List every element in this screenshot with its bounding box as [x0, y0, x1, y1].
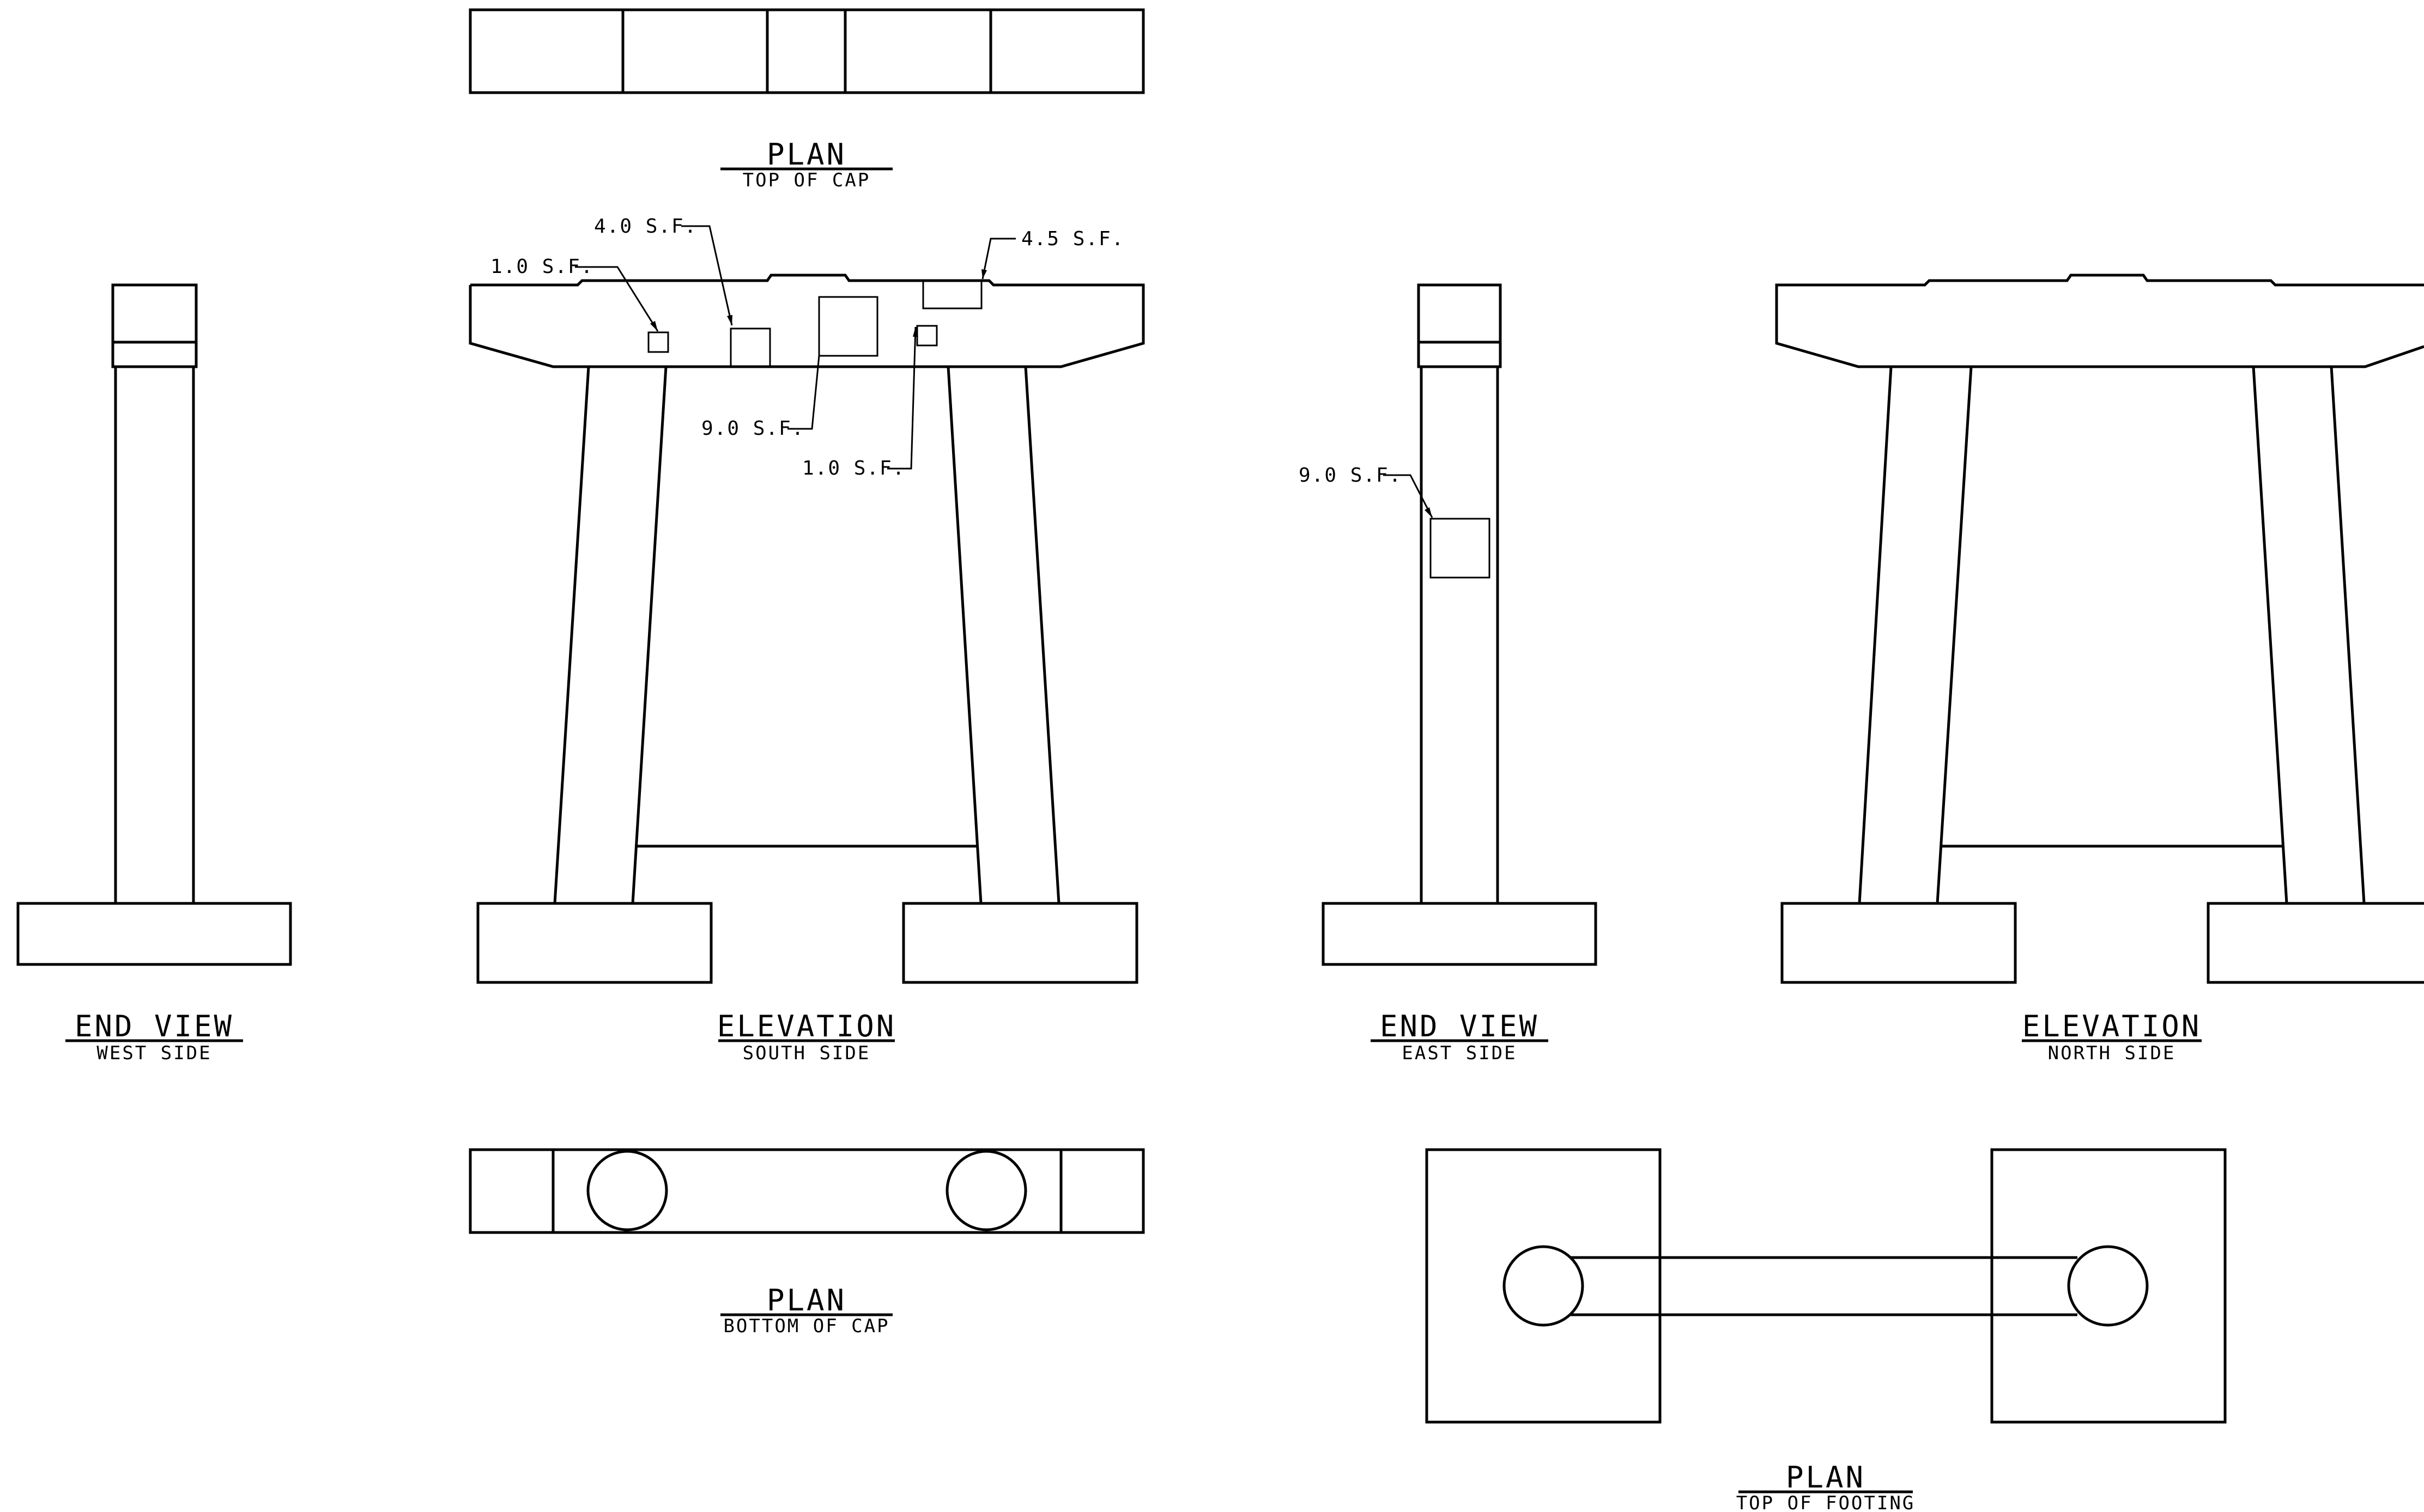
view-subtitle: WEST SIDE: [96, 1042, 211, 1064]
right-footing: [902, 902, 1138, 984]
callout-label: 4.5 S.F.: [1021, 228, 1124, 250]
view-subtitle: TOP OF FOOTING: [1736, 1492, 1916, 1512]
bent-cap: [469, 274, 1145, 368]
repair-area: [1429, 518, 1490, 579]
left-column: [553, 366, 668, 905]
plan-top-of-footing: PLAN TOP OF FOOTING: [1425, 1148, 2227, 1512]
footing: [1322, 902, 1597, 966]
right-footing: [1990, 1148, 2227, 1424]
view-subtitle: NORTH SIDE: [2048, 1042, 2176, 1064]
repair-area: [647, 331, 669, 353]
view-title: ELEVATION: [717, 1009, 896, 1043]
view-subtitle: SOUTH SIDE: [743, 1042, 871, 1064]
left-footing: [476, 902, 713, 984]
view-subtitle: TOP OF CAP: [743, 169, 871, 191]
repair-area: [818, 296, 878, 357]
end-view-east: 9.0 S.F. END VIEW EAST SIDE: [1299, 283, 1597, 1064]
column-section: [946, 1150, 1027, 1231]
view-title: ELEVATION: [2022, 1009, 2202, 1043]
callout-label: 1.0 S.F.: [802, 457, 905, 479]
repair-area: [730, 327, 771, 368]
view-title: PLAN: [767, 137, 846, 172]
elevation-south: 1.0 S.F. 4.0 S.F. 9.0 S.F. 1.0 S.F. 4.5 …: [469, 215, 1145, 1064]
footing: [16, 902, 292, 966]
view-title: END VIEW: [75, 1009, 234, 1043]
view-subtitle: BOTTOM OF CAP: [723, 1315, 889, 1337]
elevation-north: ELEVATION NORTH SIDE: [1775, 274, 2424, 1064]
column-section: [2067, 1245, 2149, 1327]
view-title: PLAN: [767, 1283, 846, 1317]
view-subtitle: EAST SIDE: [1402, 1042, 1517, 1064]
column-section: [1502, 1245, 1584, 1327]
right-column: [947, 366, 1060, 905]
view-title: PLAN: [1786, 1460, 1865, 1495]
left-footing: [1780, 902, 2017, 984]
repair-area: [916, 325, 938, 347]
plan-top-of-cap: PLAN TOP OF CAP: [469, 8, 1145, 191]
cap-top-surface: [469, 8, 1145, 94]
callout-label: 9.0 S.F.: [701, 417, 804, 440]
right-footing: [2207, 902, 2424, 984]
column-section: [586, 1150, 668, 1231]
plan-bottom-of-cap: PLAN BOTTOM OF CAP: [469, 1148, 1145, 1337]
right-column: [2252, 366, 2366, 905]
callout-label: 9.0 S.F.: [1299, 464, 1402, 487]
callout-label: 1.0 S.F.: [490, 256, 593, 278]
repair-area: [922, 279, 983, 309]
left-footing: [1425, 1148, 1662, 1424]
bent-cap: [1775, 274, 2424, 368]
view-title: END VIEW: [1380, 1009, 1539, 1043]
left-column: [1858, 366, 1973, 905]
callout-label: 4.0 S.F.: [594, 215, 697, 238]
end-view-west: END VIEW WEST SIDE: [16, 283, 292, 1064]
